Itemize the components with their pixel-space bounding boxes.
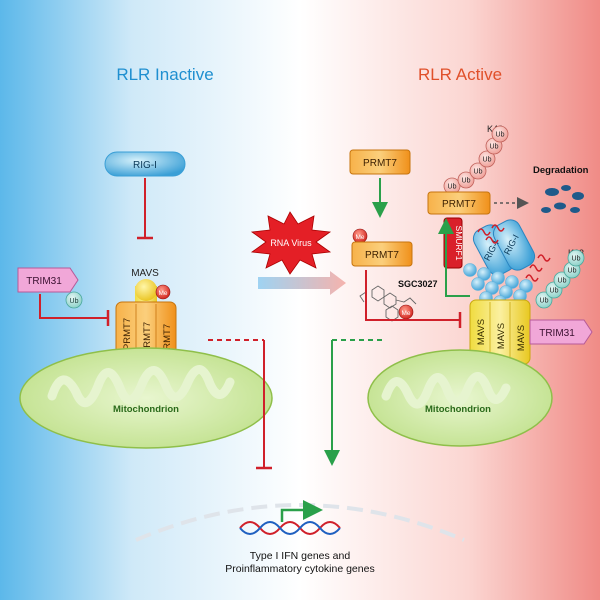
activate-signal-to-nucleus <box>324 339 382 466</box>
svg-text:Ub: Ub <box>490 144 499 151</box>
me-methyl-group-inactive: Me <box>155 284 171 300</box>
rig-i-card-bead <box>519 279 533 293</box>
me-active-label: Me <box>355 234 364 241</box>
ub-ball-k63: Ub <box>535 291 553 309</box>
mavs-active-label-2: MAVS <box>496 323 507 349</box>
rig-i-card-bead <box>499 285 513 299</box>
svg-text:Ub: Ub <box>572 256 581 263</box>
sgc3027-compound: SGC3027 <box>359 279 438 322</box>
ub-ball-k48: Ub <box>478 150 496 168</box>
me-methyl-group-active: Me <box>352 228 368 244</box>
trim31-protein-inactive: TRIM31 <box>17 267 79 293</box>
prmt7-label-2: PRMT7 <box>142 322 153 354</box>
inhibit-arrow-rigi-mavs <box>137 178 153 240</box>
inactive-panel-title: RLR Inactive <box>116 65 213 84</box>
rig-i-card-bead <box>505 275 519 289</box>
smurf1-label: SMURF1 <box>454 226 464 261</box>
mitochondrion-inactive: Mitochondrion <box>19 347 273 449</box>
inhibit-signal-to-nucleus <box>208 339 272 470</box>
degradation-fragments-icon <box>541 185 584 213</box>
mitochondrion-active-label: Mitochondrion <box>425 404 491 415</box>
active-panel-title: RLR Active <box>418 65 502 84</box>
me-label: Me <box>158 290 167 297</box>
svg-text:Ub: Ub <box>474 169 483 176</box>
ub-ball-inactive: Ub <box>65 291 83 309</box>
trim31-protein-active: TRIM31 <box>529 319 593 345</box>
dna-double-helix <box>239 500 341 535</box>
prmt7-protein-methylated: PRMT7 <box>351 241 413 267</box>
mavs-active-label-3: MAVS <box>516 325 527 351</box>
me-methyl-group-sgc: Me <box>398 304 414 320</box>
mavs-protein-inactive <box>135 279 157 304</box>
trim31-active-label: TRIM31 <box>539 328 575 339</box>
rig-i-card-bead <box>471 277 485 291</box>
sgc3027-label: SGC3027 <box>398 279 438 289</box>
svg-text:Ub: Ub <box>550 288 559 295</box>
mitochondrion-label: Mitochondrion <box>113 404 179 415</box>
rig-i-label: RIG-I <box>133 160 157 171</box>
activate-arrow-smurf1 <box>438 218 470 297</box>
svg-text:Ub: Ub <box>558 278 567 285</box>
prmt7-protein-free: PRMT7 <box>349 149 411 175</box>
ub-ball-k48: Ub <box>469 162 487 180</box>
rig-i-card-bead <box>485 281 499 295</box>
rig-i-card-bead <box>491 271 505 285</box>
nucleus-genes-line-1: Type I IFN genes and <box>250 550 351 562</box>
trim31-label: TRIM31 <box>26 276 62 287</box>
svg-text:Ub: Ub <box>540 298 549 305</box>
ub-ball-k48: Ub <box>491 125 509 143</box>
mavs-active-label-1: MAVS <box>476 319 487 345</box>
svg-text:Ub: Ub <box>496 132 505 139</box>
ub-ball-k48: Ub <box>457 171 475 189</box>
prmt7-label-1: PRMT7 <box>122 318 133 350</box>
ub-label: Ub <box>70 298 79 305</box>
mavs-label-inactive: MAVS <box>131 268 159 279</box>
prmt7-ub-label: PRMT7 <box>442 199 476 210</box>
viral-rna-strands-icon <box>477 224 551 282</box>
svg-text:Ub: Ub <box>448 184 457 191</box>
rna-virus-label: RNA Virus <box>270 238 312 248</box>
prmt7-label-3: PRMT7 <box>162 324 173 356</box>
rna-virus-burst: RNA Virus <box>250 211 332 275</box>
prmt7-methylated-label: PRMT7 <box>365 250 399 261</box>
rig-i-card-bead <box>477 267 491 281</box>
mitochondrion-active: Mitochondrion <box>367 349 553 447</box>
prmt7-protein-ubiquitinated: PRMT7 <box>427 191 491 215</box>
inhibit-arrow-trim31-mavs <box>39 294 110 326</box>
ub-ball-k63: Ub <box>553 271 571 289</box>
prmt7-free-label: PRMT7 <box>363 158 397 169</box>
inhibit-arrow-prmt7-mavs-active <box>365 270 462 328</box>
nucleus-membrane <box>135 503 465 542</box>
nucleus-genes-line-2: Proinflammatory cytokine genes <box>225 563 374 575</box>
ub-ball-k63: Ub <box>567 249 585 267</box>
degradation-label: Degradation <box>533 165 589 176</box>
rig-i-protein-inactive: RIG-I <box>104 151 186 177</box>
svg-text:Ub: Ub <box>462 178 471 185</box>
activation-transition-arrow <box>258 271 346 295</box>
svg-text:Ub: Ub <box>483 157 492 164</box>
rig-i-card-bead <box>463 263 477 277</box>
me-sgc-label: Me <box>401 310 410 317</box>
svg-text:Ub: Ub <box>568 268 577 275</box>
